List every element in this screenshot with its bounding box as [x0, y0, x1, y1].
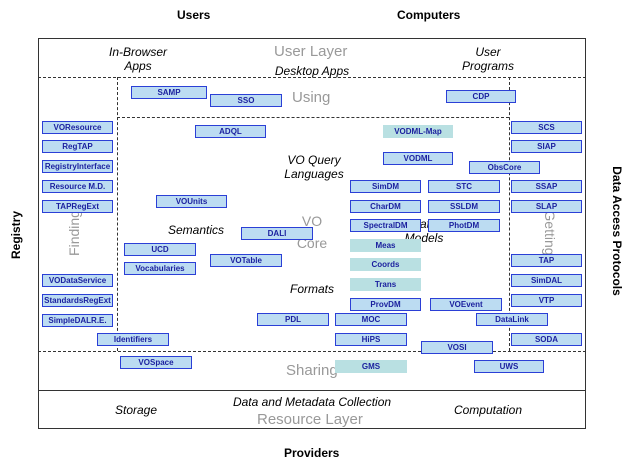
standard-simpledalre[interactable]: SimpleDALR.E. — [42, 314, 113, 327]
standard-tap[interactable]: TAP — [511, 254, 582, 267]
formats-label: Formats — [289, 282, 334, 296]
standard-uws[interactable]: UWS — [474, 360, 544, 373]
standard-gms[interactable]: GMS — [335, 360, 407, 373]
standard-hips[interactable]: HiPS — [335, 333, 407, 346]
storage-label: Storage — [114, 403, 158, 417]
standard-vodml[interactable]: VODML — [383, 152, 453, 165]
standard-trans[interactable]: Trans — [350, 278, 421, 291]
standard-regtap[interactable]: RegTAP — [42, 140, 113, 153]
standard-vtp[interactable]: VTP — [511, 294, 582, 307]
standard-simdal[interactable]: SimDAL — [511, 274, 582, 287]
core-top-dash — [117, 117, 509, 118]
header-computers: Computers — [397, 8, 461, 22]
header-users: Users — [177, 8, 211, 22]
standard-meas[interactable]: Meas — [350, 239, 421, 252]
desktop-apps-label: Desktop Apps — [274, 64, 350, 78]
user-layer-divider — [38, 77, 586, 78]
standard-vospace[interactable]: VOSpace — [120, 356, 192, 369]
standard-simdm[interactable]: SimDM — [350, 180, 421, 193]
semantics-label: Semantics — [167, 223, 225, 237]
standard-vocabularies[interactable]: Vocabularies — [124, 262, 196, 275]
standard-chardm[interactable]: CharDM — [350, 200, 421, 213]
standard-spectraldm[interactable]: SpectralDM — [350, 219, 421, 232]
standard-resource-md[interactable]: Resource M.D. — [42, 180, 113, 193]
standard-scs[interactable]: SCS — [511, 121, 582, 134]
standard-voresource[interactable]: VOResource — [42, 121, 113, 134]
standard-datalink[interactable]: DataLink — [476, 313, 548, 326]
standard-dali[interactable]: DALI — [241, 227, 313, 240]
standard-samp[interactable]: SAMP — [131, 86, 207, 99]
computation-label: Computation — [453, 403, 523, 417]
resource-layer-divider — [38, 390, 586, 391]
in-browser-apps-label: In-Browser Apps — [108, 45, 167, 73]
standard-vounits[interactable]: VOUnits — [156, 195, 227, 208]
standard-votable[interactable]: VOTable — [210, 254, 282, 267]
vo-query-languages-label: VO Query Languages — [284, 153, 344, 181]
standard-provdm[interactable]: ProvDM — [350, 298, 421, 311]
resource-layer-label: Resource Layer — [257, 411, 363, 428]
using-label: Using — [292, 89, 331, 106]
standard-stc[interactable]: STC — [428, 180, 500, 193]
standard-ucd[interactable]: UCD — [124, 243, 196, 256]
finding-label: Finding — [66, 210, 82, 256]
standard-ssap[interactable]: SSAP — [511, 180, 582, 193]
sharing-divider — [38, 351, 586, 352]
standard-identifiers[interactable]: Identifiers — [97, 333, 169, 346]
left-divider — [117, 77, 118, 351]
standard-slap[interactable]: SLAP — [511, 200, 582, 213]
data-collection-label: Data and Metadata Collection — [232, 395, 392, 409]
standard-vodml-map[interactable]: VODML-Map — [383, 125, 453, 138]
standard-standardsregext[interactable]: StandardsRegExt — [42, 294, 113, 307]
standard-siap[interactable]: SIAP — [511, 140, 582, 153]
header-data-access-protocols: Data Access Protocols — [610, 166, 624, 296]
standard-ssldm[interactable]: SSLDM — [428, 200, 500, 213]
standard-voevent[interactable]: VOEvent — [430, 298, 502, 311]
header-registry: Registry — [9, 210, 23, 260]
standard-photdm[interactable]: PhotDM — [428, 219, 500, 232]
standard-soda[interactable]: SODA — [511, 333, 582, 346]
standard-adql[interactable]: ADQL — [195, 125, 266, 138]
standard-vosi[interactable]: VOSI — [421, 341, 493, 354]
standard-sso[interactable]: SSO — [210, 94, 282, 107]
standard-registryinterface[interactable]: RegistryInterface — [42, 160, 113, 173]
standard-coords[interactable]: Coords — [350, 258, 421, 271]
right-divider — [509, 77, 510, 351]
standard-tapregext[interactable]: TAPRegExt — [42, 200, 113, 213]
sharing-label: Sharing — [286, 362, 338, 379]
getting-label: Getting — [542, 210, 558, 256]
user-programs-label: User Programs — [461, 45, 514, 73]
standard-pdl[interactable]: PDL — [257, 313, 329, 326]
standard-obscore[interactable]: ObsCore — [469, 161, 540, 174]
header-providers: Providers — [284, 446, 340, 460]
standard-cdp[interactable]: CDP — [446, 90, 516, 103]
user-layer-label: User Layer — [274, 43, 348, 60]
standard-vodataservice[interactable]: VODataService — [42, 274, 113, 287]
standard-moc[interactable]: MOC — [335, 313, 407, 326]
architecture-frame — [38, 38, 586, 429]
